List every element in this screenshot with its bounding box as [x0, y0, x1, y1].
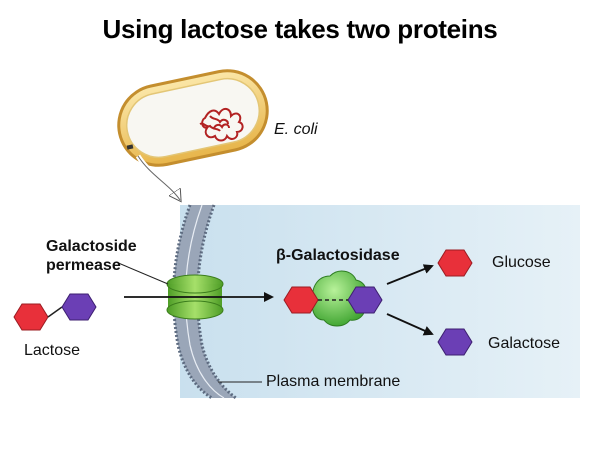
plasma-membrane — [172, 204, 237, 400]
label-lactose: Lactose — [24, 342, 81, 359]
page-title: Using lactose takes two proteins — [102, 14, 498, 44]
galactose-molecule — [437, 328, 473, 356]
glucose-molecule — [437, 249, 473, 277]
label-permease-line2: permease — [46, 257, 121, 274]
beta-galactosidase-enzyme — [283, 270, 383, 327]
ecoli-cell — [117, 69, 269, 167]
label-ecoli: E. coli — [274, 121, 318, 138]
label-beta-galactosidase: β-Galactosidase — [276, 247, 400, 264]
label-glucose: Glucose — [492, 254, 551, 271]
label-permease-line1: Galactoside — [46, 238, 137, 255]
label-galactose: Galactose — [488, 335, 561, 352]
label-plasma-membrane: Plasma membrane — [266, 373, 401, 390]
dna-coil — [199, 108, 244, 142]
arrow-to-galactose — [386, 313, 434, 336]
arrow-to-glucose — [386, 264, 434, 285]
lactose-molecule — [13, 293, 97, 331]
permease-leader-line — [115, 261, 169, 285]
